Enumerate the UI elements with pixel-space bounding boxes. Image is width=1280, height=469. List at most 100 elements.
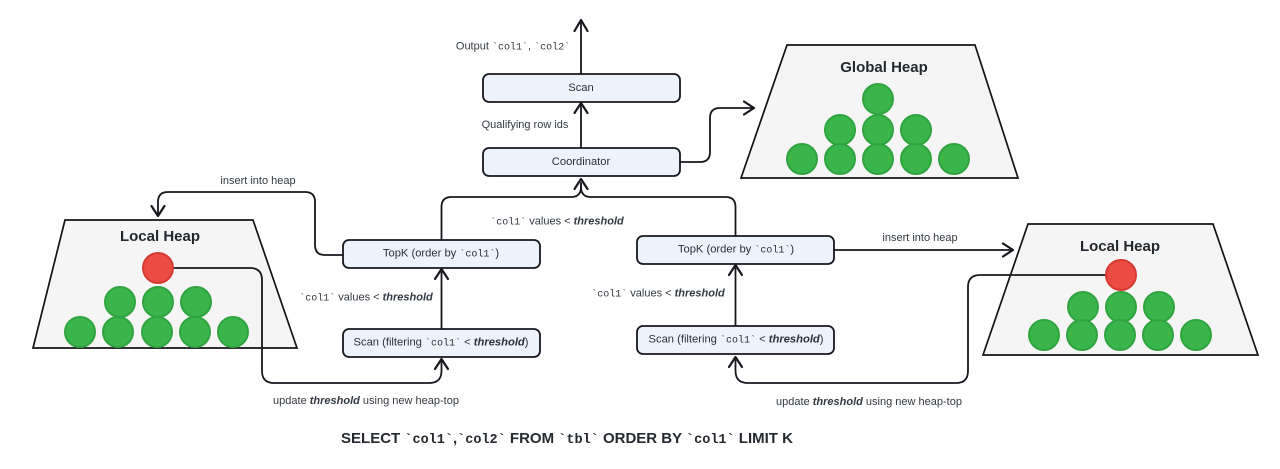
tbl-code: `tbl` bbox=[558, 433, 599, 449]
label-text: TopK (order by bbox=[677, 243, 755, 256]
output-columns-label: Output `col1`, `col2` bbox=[456, 41, 570, 54]
coordinator-to-global-heap-arrow bbox=[679, 107, 753, 163]
heap-node-green bbox=[1067, 291, 1099, 323]
arrowhead-up-icon bbox=[727, 263, 744, 277]
label-text: ) bbox=[819, 333, 824, 346]
heaptop-left-update-threshold-arrow bbox=[172, 267, 443, 384]
label-text: Scan (filtering bbox=[648, 333, 721, 346]
qualifying-row-ids-label: Qualifying row ids bbox=[481, 118, 569, 131]
heap-node-green bbox=[1105, 291, 1137, 323]
label-text: update bbox=[273, 394, 310, 407]
col2-code: `col2` bbox=[534, 42, 571, 54]
topk-right-to-coordinator-edge bbox=[580, 182, 737, 237]
topk-left-box-label: TopK (order by `col1`) bbox=[383, 248, 499, 261]
label-text: < bbox=[461, 336, 474, 349]
col1-code: `col1` bbox=[459, 249, 496, 261]
heap-node-green bbox=[180, 286, 212, 318]
heap-node-green bbox=[1143, 291, 1175, 323]
heap-node-green bbox=[824, 143, 856, 175]
heap-node-green bbox=[862, 114, 894, 146]
heap-node-green bbox=[104, 286, 136, 318]
insert-into-heap-left-label: insert into heap bbox=[220, 174, 296, 187]
col1-code: `col1` bbox=[299, 293, 336, 305]
coordinator-box-label: Coordinator bbox=[551, 155, 611, 168]
label-text: Scan (filtering bbox=[353, 336, 426, 349]
heap-node-green bbox=[862, 143, 894, 175]
global-heap-title: Global Heap bbox=[840, 58, 928, 76]
update-threshold-left-label: update threshold using new heap-top bbox=[273, 395, 459, 407]
sql-keyword: SELECT bbox=[341, 430, 405, 448]
topk-left-to-coordinator-edge bbox=[440, 182, 582, 241]
col1-code: `col1` bbox=[686, 433, 735, 449]
heap-node-green bbox=[1104, 319, 1136, 351]
col1-code: `col1` bbox=[491, 42, 528, 54]
heap-node-green bbox=[786, 143, 818, 175]
heap-node-green bbox=[862, 83, 894, 115]
col1-code: `col1` bbox=[591, 289, 628, 301]
scan-filter-right-box-shape bbox=[636, 325, 835, 355]
heap-node-green bbox=[900, 143, 932, 175]
heap-node-green bbox=[900, 114, 932, 146]
label-text: , bbox=[527, 40, 535, 53]
arrowhead-up-icon bbox=[433, 267, 450, 281]
label-text: < bbox=[756, 333, 769, 346]
topk-left-insert-into-heap-arrow bbox=[157, 191, 344, 256]
col1-code: `col1` bbox=[425, 338, 462, 350]
arrowhead-down-icon bbox=[150, 204, 166, 218]
heap-node-green bbox=[1066, 319, 1098, 351]
local-heap-left-title: Local Heap bbox=[119, 227, 201, 245]
local-heap-right-nodes bbox=[1028, 259, 1212, 351]
arrowhead-up-icon bbox=[727, 355, 744, 369]
col1-values-threshold-center-label: `col1` values < threshold bbox=[490, 216, 624, 229]
arrowhead-right-icon bbox=[742, 100, 756, 116]
local-heap-right-title: Local Heap bbox=[1079, 237, 1161, 255]
insert-into-heap-right-label: insert into heap bbox=[882, 231, 958, 244]
label-text: update bbox=[776, 395, 813, 408]
threshold-text: threshold bbox=[674, 287, 725, 300]
label-text: Output bbox=[455, 40, 492, 53]
scan-output-box-label: Scan bbox=[568, 81, 594, 94]
heap-node-green bbox=[179, 316, 211, 348]
scan-filter-left-box-shape bbox=[342, 328, 541, 358]
update-threshold-right-label: update threshold using new heap-top bbox=[776, 396, 962, 408]
scan-filter-right-box-label: Scan (filtering `col1` < threshold) bbox=[649, 334, 824, 347]
heap-node-green bbox=[64, 316, 96, 348]
heap-node-green bbox=[1142, 319, 1174, 351]
col1-code: `col1` bbox=[490, 217, 527, 229]
col1-values-threshold-right-label: `col1` values < threshold bbox=[591, 288, 725, 301]
threshold-text: threshold bbox=[573, 215, 624, 228]
threshold-text: threshold bbox=[812, 395, 863, 408]
threshold-text: threshold bbox=[382, 291, 433, 304]
label-text: values < bbox=[335, 291, 383, 304]
arrowhead-up-icon bbox=[573, 18, 589, 33]
label-text: ) bbox=[790, 243, 795, 256]
col2-code: `col2` bbox=[457, 433, 506, 449]
local-heap-left-shape bbox=[31, 219, 299, 349]
arrowhead-up-icon bbox=[573, 101, 589, 115]
heap-node-green bbox=[141, 316, 173, 348]
threshold-text: threshold bbox=[473, 336, 525, 349]
local-heap-left-nodes bbox=[64, 252, 249, 348]
arrowhead-up-icon bbox=[573, 177, 589, 191]
sql-query-caption: SELECT `col1`,`col2` FROM `tbl` ORDER BY… bbox=[341, 430, 793, 449]
heap-node-green bbox=[1028, 319, 1060, 351]
sql-separator: , bbox=[452, 430, 458, 448]
sql-keyword: ORDER BY bbox=[598, 430, 687, 448]
arrowhead-up-icon bbox=[433, 357, 450, 371]
heap-node-green bbox=[217, 316, 249, 348]
heap-node-green bbox=[142, 286, 174, 318]
threshold-text: threshold bbox=[309, 394, 360, 407]
sql-keyword: LIMIT K bbox=[734, 430, 793, 448]
label-text: TopK (order by bbox=[382, 247, 460, 260]
arrowhead-right-icon bbox=[1001, 242, 1015, 258]
sql-keyword: FROM bbox=[505, 430, 559, 448]
threshold-text: threshold bbox=[768, 333, 820, 346]
label-text: using new heap-top bbox=[359, 394, 459, 407]
label-text: values < bbox=[526, 215, 574, 228]
scan-filter-left-box-label: Scan (filtering `col1` < threshold) bbox=[354, 337, 529, 350]
heap-node-green bbox=[938, 143, 970, 175]
heap-node-green bbox=[824, 114, 856, 146]
col1-code: `col1` bbox=[404, 433, 453, 449]
